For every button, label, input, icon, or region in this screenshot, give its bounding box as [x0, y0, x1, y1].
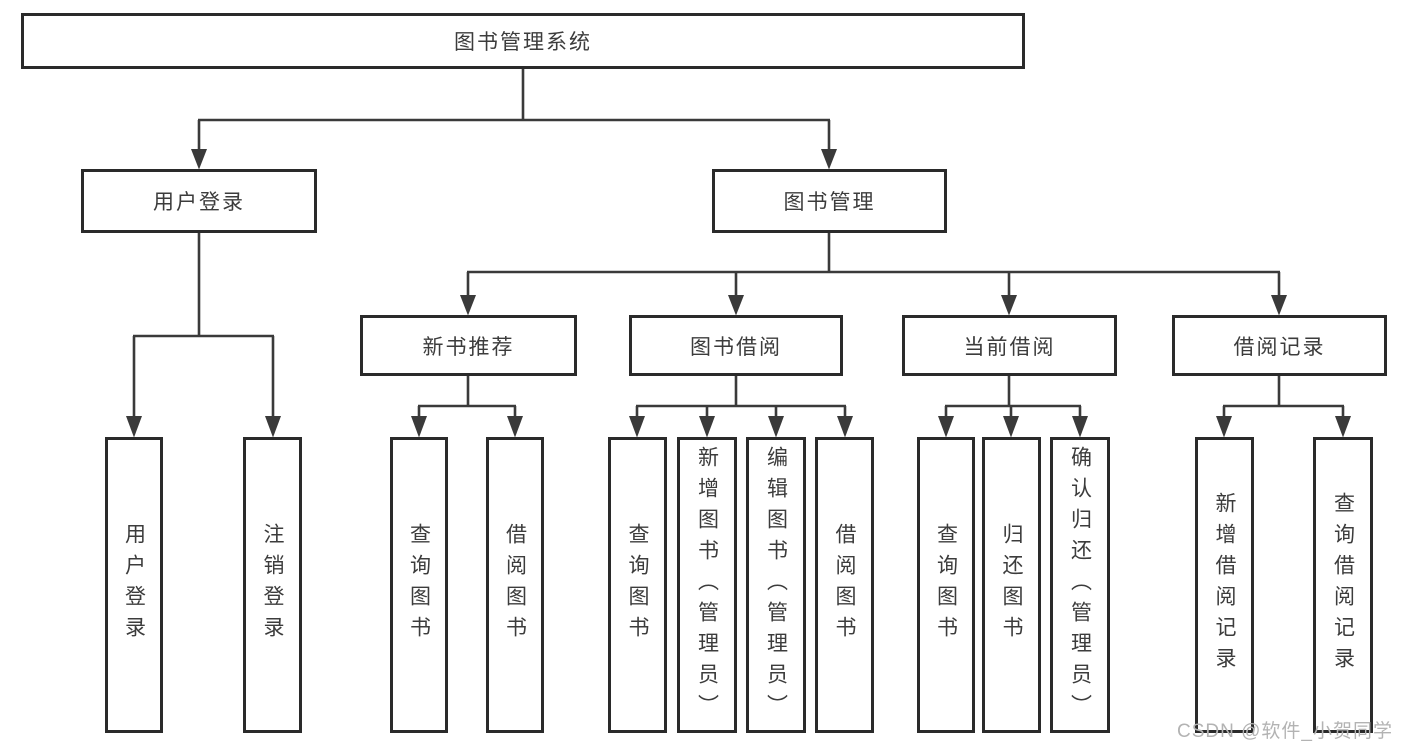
node-leaf-logout-label: 注销登录	[261, 523, 284, 647]
node-leaf-bb-query: 查询图书	[608, 437, 667, 733]
node-leaf-br-query-label: 查询借阅记录	[1331, 492, 1355, 678]
node-leaf-bb-edit: 编辑图书（管理员）	[746, 437, 806, 733]
node-root-label: 图书管理系统	[454, 31, 592, 54]
node-leaf-bb-borrow: 借阅图书	[815, 437, 874, 733]
node-leaf-cb-confirm-label: 确认归还（管理员）	[1068, 445, 1092, 725]
node-leaf-cb-query: 查询图书	[917, 437, 975, 733]
node-leaf-br-add: 新增借阅记录	[1195, 437, 1254, 733]
node-leaf-nbr-borrow-label: 借阅图书	[503, 523, 527, 647]
node-user-login: 用户登录	[81, 169, 317, 233]
node-book-borrow-label: 图书借阅	[690, 335, 782, 359]
node-leaf-logout: 注销登录	[243, 437, 302, 733]
node-borrow-records: 借阅记录	[1172, 315, 1387, 376]
node-root: 图书管理系统	[21, 13, 1025, 69]
csdn-watermark: CSDN @软件_小贺同学	[1177, 721, 1393, 742]
node-leaf-user-login: 用户登录	[105, 437, 163, 733]
node-leaf-cb-return-label: 归还图书	[1000, 523, 1023, 647]
connector-book-mgmt-to-level3	[460, 233, 1287, 316]
node-book-mgmt-label: 图书管理	[783, 191, 876, 214]
node-book-borrow: 图书借阅	[629, 315, 843, 376]
node-leaf-nbr-borrow: 借阅图书	[486, 437, 544, 733]
node-new-book-rec: 新书推荐	[360, 315, 577, 376]
node-current-borrow: 当前借阅	[902, 315, 1117, 376]
node-leaf-br-add-label: 新增借阅记录	[1213, 492, 1236, 678]
node-leaf-bb-query-label: 查询图书	[626, 523, 649, 647]
connector-user-login-to-leaves	[126, 233, 281, 438]
connector-new-book-rec-to-leaves	[411, 376, 523, 438]
node-leaf-nbr-query-label: 查询图书	[407, 523, 431, 647]
node-new-book-rec-label: 新书推荐	[422, 335, 515, 359]
connector-book-borrow-to-leaves	[629, 376, 853, 438]
node-borrow-records-label: 借阅记录	[1233, 335, 1326, 359]
node-leaf-cb-query-label: 查询图书	[934, 523, 958, 647]
node-leaf-bb-add: 新增图书（管理员）	[677, 437, 737, 733]
node-leaf-bb-add-label: 新增图书（管理员）	[695, 445, 719, 725]
node-leaf-br-query: 查询借阅记录	[1313, 437, 1373, 733]
node-current-borrow-label: 当前借阅	[963, 335, 1056, 359]
node-user-login-label: 用户登录	[153, 191, 245, 214]
connector-current-borrow-to-leaves	[938, 376, 1088, 438]
node-leaf-user-login-label: 用户登录	[122, 523, 146, 647]
connector-root-to-level2	[191, 69, 837, 170]
node-leaf-bb-borrow-label: 借阅图书	[833, 523, 856, 647]
node-leaf-nbr-query: 查询图书	[390, 437, 448, 733]
node-leaf-cb-return: 归还图书	[982, 437, 1041, 733]
node-leaf-bb-edit-label: 编辑图书（管理员）	[764, 445, 788, 725]
node-book-mgmt: 图书管理	[712, 169, 947, 233]
node-leaf-cb-confirm: 确认归还（管理员）	[1050, 437, 1110, 733]
connector-borrow-records-to-leaves	[1216, 376, 1351, 438]
